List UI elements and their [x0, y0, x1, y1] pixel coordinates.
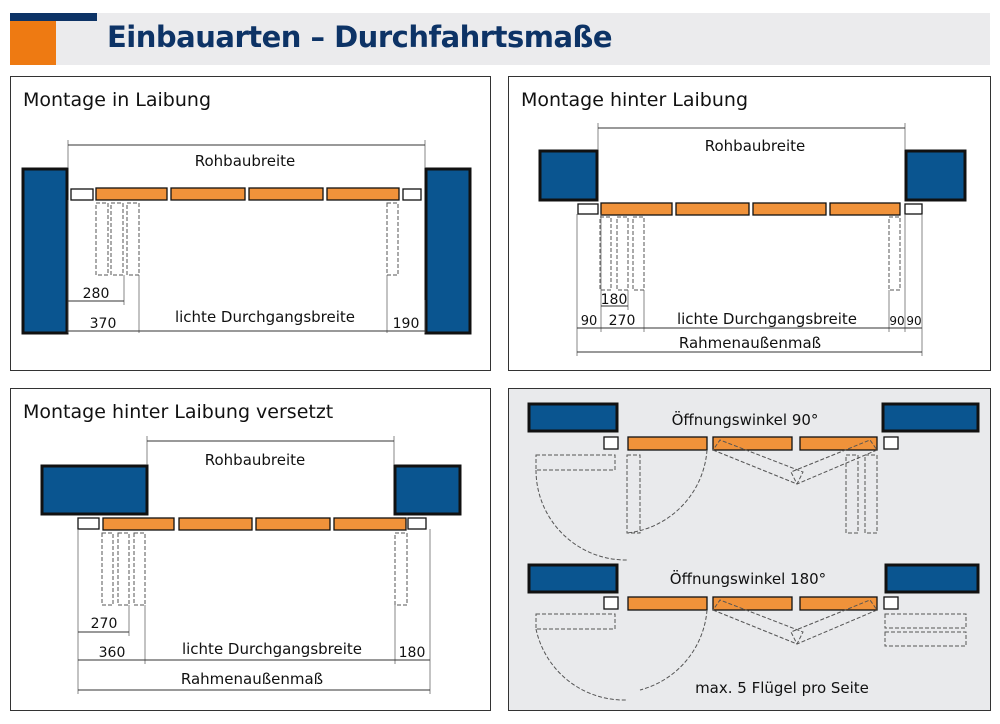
- frame-box-left: [577, 203, 599, 215]
- door-leaves: [95, 187, 400, 201]
- label-oeffnungswinkel-90: Öffnungswinkel 90°: [672, 410, 819, 429]
- wall-left: [40, 464, 149, 516]
- frame-box-right: [407, 517, 427, 530]
- panel-montage-hinter-laibung: Montage hinter Laibung: [508, 76, 991, 371]
- door-leaves: [600, 202, 901, 216]
- wall-left: [538, 149, 599, 202]
- wall-left: [527, 563, 619, 594]
- dim-270: 270: [609, 313, 636, 329]
- dim-180: 180: [399, 645, 426, 661]
- wall-right: [424, 167, 472, 335]
- swing-leaves-dashed: [535, 439, 878, 561]
- dim-270: 270: [91, 616, 118, 632]
- label-rohbaubreite: Rohbaubreite: [195, 152, 296, 170]
- label-lichte-durchgangsbreite: lichte Durchgangsbreite: [182, 640, 362, 658]
- panel-title: Montage in Laibung: [23, 89, 212, 111]
- diagram-oeffnungswinkel-180: Öffnungswinkel 180° max. 5 Flügel pro Se…: [527, 563, 980, 701]
- brand-square: [10, 21, 56, 65]
- folded-leaves-dashed: [599, 216, 901, 291]
- dim-180: 180: [601, 292, 628, 308]
- frame-box-right: [904, 203, 923, 215]
- label-rohbaubreite: Rohbaubreite: [205, 451, 306, 469]
- wall-left: [527, 402, 619, 433]
- wall-right: [881, 402, 980, 433]
- wall-right: [393, 464, 462, 516]
- panel-montage-hinter-laibung-versetzt: Montage hinter Laibung versetzt: [10, 388, 491, 711]
- header-band: [56, 13, 990, 65]
- dimension-lines: [576, 123, 923, 356]
- panel-montage-in-laibung: Montage in Laibung: [10, 76, 491, 371]
- dimension-lines: [67, 140, 426, 333]
- folded-leaves-dashed: [101, 532, 408, 606]
- diagram-oeffnungswinkel-90: Öffnungswinkel 90°: [527, 402, 980, 561]
- folded-leaves-dashed: [95, 202, 399, 276]
- panel-title: Montage hinter Laibung versetzt: [23, 401, 334, 423]
- dim-90-left: 90: [581, 314, 598, 329]
- brand-bar: [10, 13, 97, 21]
- swing-leaves-dashed: [535, 599, 967, 701]
- label-lichte-durchgangsbreite: lichte Durchgangsbreite: [677, 310, 857, 328]
- frame-box-left: [603, 436, 619, 450]
- door-leaves: [102, 517, 407, 531]
- wall-right: [904, 149, 967, 202]
- frame-box-left: [77, 517, 100, 530]
- dim-360: 360: [99, 645, 126, 661]
- label-max-fluegel: max. 5 Flügel pro Seite: [695, 679, 869, 697]
- frame-box-left: [70, 188, 94, 201]
- dim-280: 280: [83, 286, 110, 302]
- label-rahmenaussenmass: Rahmenaußenmaß: [679, 334, 821, 352]
- dim-370: 370: [90, 316, 117, 332]
- frame-box-right: [883, 596, 899, 610]
- frame-box-right: [402, 188, 422, 201]
- dim-90-right-1: 90: [889, 314, 904, 328]
- door-leaves: [627, 596, 878, 611]
- panel-title: Montage hinter Laibung: [521, 89, 749, 111]
- wall-left: [21, 167, 69, 335]
- dimension-lines: [77, 436, 431, 694]
- label-oeffnungswinkel-180: Öffnungswinkel 180°: [670, 569, 826, 588]
- label-rahmenaussenmass: Rahmenaußenmaß: [181, 670, 323, 688]
- dim-190: 190: [393, 316, 420, 332]
- label-rohbaubreite: Rohbaubreite: [705, 137, 806, 155]
- label-lichte-durchgangsbreite: lichte Durchgangsbreite: [175, 308, 355, 326]
- page-title: Einbauarten – Durchfahrtsmaße: [107, 20, 613, 54]
- diagram-montage-hinter-laibung-versetzt: Rohbaubreite 270 360 lichte Durchgangsbr…: [40, 436, 462, 694]
- frame-box-left: [603, 596, 619, 610]
- diagram-montage-hinter-laibung: Rohbaubreite 180 90 270 lichte Durchgang…: [538, 123, 967, 356]
- diagram-montage-in-laibung: Rohbaubreite 280 370 lichte Durchgangsbr…: [21, 140, 472, 335]
- dim-90-right-2: 90: [906, 314, 921, 328]
- door-leaves: [627, 436, 878, 451]
- wall-right: [884, 563, 980, 594]
- frame-box-right: [883, 436, 899, 450]
